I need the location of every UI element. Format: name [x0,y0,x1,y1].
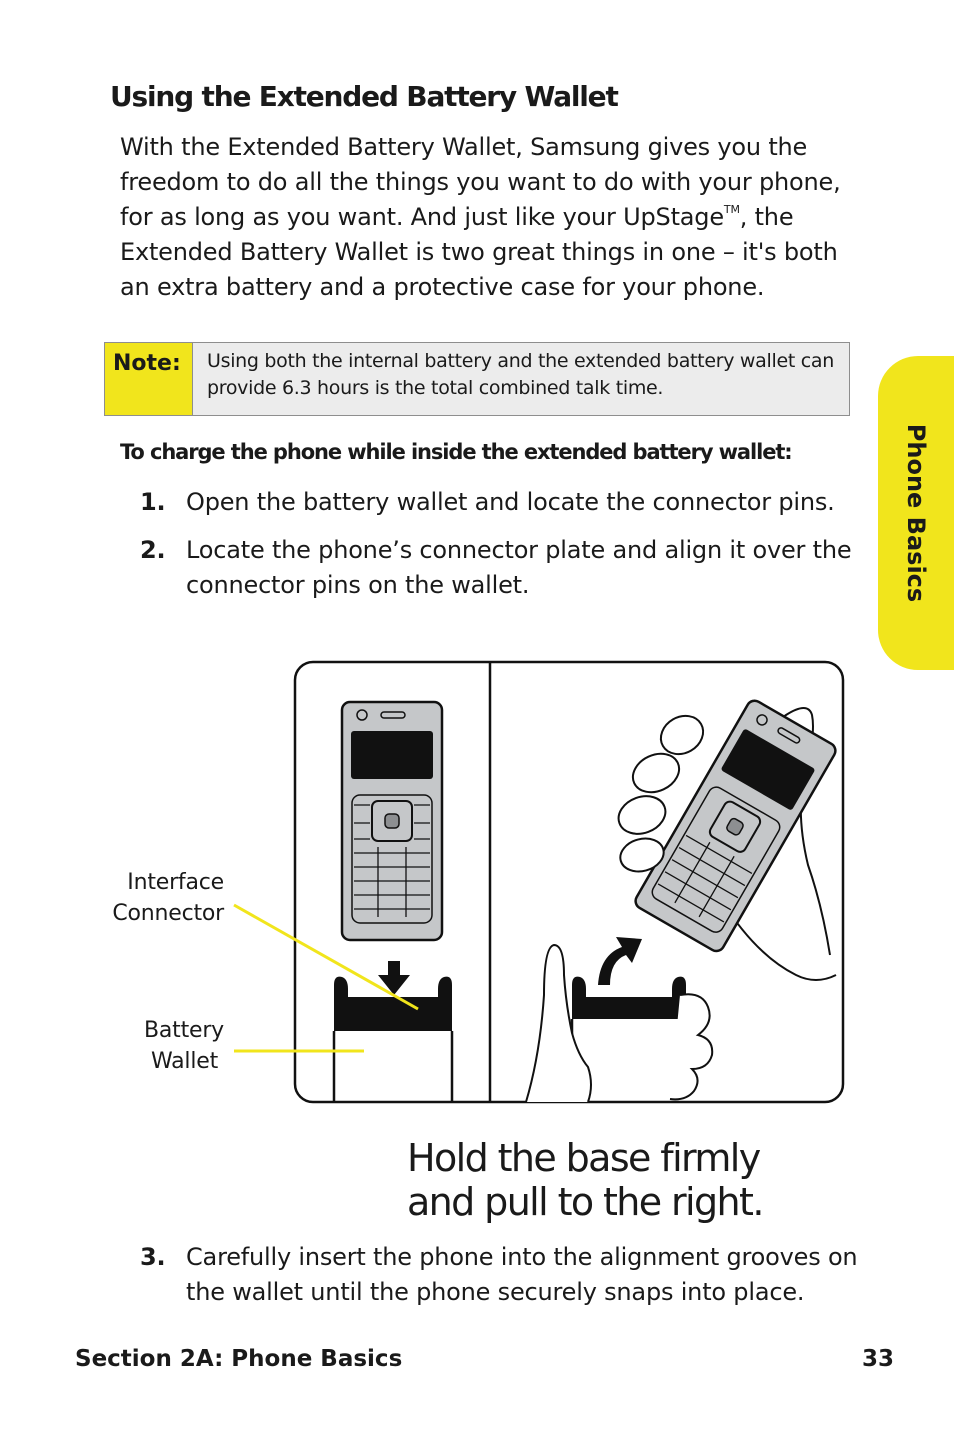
section-heading: Using the Extended Battery Wallet [110,80,619,113]
left-hand-drawing [525,943,592,1103]
down-arrow-icon [378,961,410,995]
right-hand-fingers [617,714,705,873]
procedure-heading: To charge the phone while inside the ext… [120,440,793,464]
callout-interface-connector: Interface Connector [96,867,224,929]
callout-text: Interface [127,870,224,895]
step-text: Carefully insert the phone into the alig… [186,1243,858,1306]
caption-line: and pull to the right. [407,1180,764,1224]
step-item: 3. Carefully insert the phone into the a… [140,1240,870,1310]
phone-front-view [340,700,444,942]
side-tab[interactable]: Phone Basics [878,356,954,670]
page-number: 33 [862,1346,895,1372]
caption-line: Hold the base firmly [407,1136,761,1180]
trademark-mark: TM [723,203,740,216]
step-number: 3. [140,1243,166,1271]
callout-text: Wallet [150,1049,218,1074]
callout-text: Battery [143,1018,224,1043]
illustration: Interface Connector Battery Wallet [96,655,856,1115]
intro-text-part1: With the Extended Battery Wallet, Samsun… [120,133,841,231]
illustration-drawing [233,660,845,1104]
step-item: 2. Locate the phone’s connector plate an… [140,533,870,603]
step-number: 1. [140,488,166,516]
step-text: Open the battery wallet and locate the c… [186,488,835,516]
note-text: Using both the internal battery and the … [193,343,849,415]
curved-arrow-icon [598,937,642,985]
step-number: 2. [140,536,166,564]
step-item: 1. Open the battery wallet and locate th… [140,485,870,520]
callout-battery-wallet: Battery Wallet [96,1015,224,1077]
note-label: Note: [105,343,193,415]
right-wrist-line [721,900,837,981]
figure-caption: Hold the base firmly and pull to the rig… [407,1136,764,1224]
callout-line-interface [233,903,419,1011]
note-box: Note: Using both the internal battery an… [104,342,850,416]
side-tab-label: Phone Basics [902,423,930,603]
battery-wallet-left [332,976,454,1102]
intro-paragraph: With the Extended Battery Wallet, Samsun… [120,130,870,305]
phone-tilted-view [634,699,837,953]
footer-section-title: Section 2A: Phone Basics [75,1346,403,1372]
intro-text-part2: , the Extended Battery Wallet is two gre… [120,203,838,301]
callout-text: Connector [112,901,224,926]
step-text: Locate the phone’s connector plate and a… [186,536,852,599]
left-hand-fingers [669,993,714,1101]
